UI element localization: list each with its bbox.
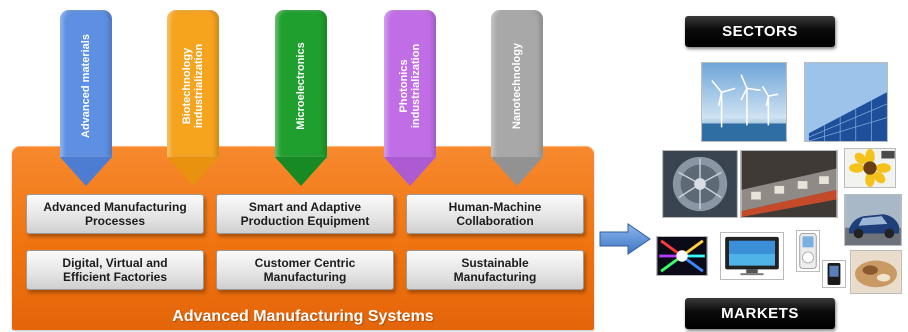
tech-photonics-body: [384, 10, 436, 158]
tech-photonics-label: Photonics industrialization: [398, 43, 422, 129]
markets-banner: MARKETS: [685, 298, 835, 329]
tech-advanced-materials-label: Advanced materials: [80, 34, 92, 138]
turbine-engine-image: [662, 150, 738, 218]
tech-nanotechnology: Nanotechnology: [491, 10, 543, 186]
tech-microelectronics: Microelectronics: [275, 10, 327, 186]
tech-biotechnology-body: [167, 10, 219, 158]
tech-advanced-materials-body: [60, 10, 112, 158]
box-advanced-manufacturing-processes: Advanced Manufacturing Processes: [26, 194, 204, 234]
box-customer-centric-manufacturing: Customer Centric Manufacturing: [216, 250, 394, 290]
tech-nanotechnology-label: Nanotechnology: [511, 42, 523, 130]
sectors-banner: SECTORS: [685, 16, 835, 47]
tech-advanced-materials-tip: [60, 157, 112, 186]
tech-microelectronics-tip: [275, 157, 327, 186]
tech-biotechnology-label: Biotechnology industrialization: [181, 43, 205, 129]
tech-microelectronics-label: Microelectronics: [295, 42, 307, 130]
arrow-right-icon: [599, 223, 651, 255]
mobile-phone-image: [822, 260, 846, 288]
box-sustainable-manufacturing: Sustainable Manufacturing: [406, 250, 584, 290]
solar-panels-image: [804, 62, 888, 142]
flat-screen-tv-image: [720, 232, 784, 280]
sunflower-image: [844, 148, 896, 188]
tech-photonics-tip: [384, 157, 436, 186]
food-image: [850, 250, 902, 294]
car-image: [844, 194, 902, 246]
box-digital-virtual-factories: Digital, Virtual and Efficient Factories: [26, 250, 204, 290]
tech-biotechnology-tip: [167, 157, 219, 186]
light-spectrum-image: [656, 236, 708, 276]
tech-microelectronics-body: [275, 10, 327, 158]
systems-title: Advanced Manufacturing Systems: [172, 308, 434, 325]
tech-nanotechnology-body: [491, 10, 543, 158]
wind-turbines-image: [701, 62, 787, 142]
mp3-player-image: [796, 230, 820, 272]
tech-biotechnology: Biotechnology industrialization: [167, 10, 219, 186]
assembly-line-image: [740, 150, 838, 218]
box-human-machine-collaboration: Human-Machine Collaboration: [406, 194, 584, 234]
tech-nanotechnology-tip: [491, 157, 543, 186]
box-smart-adaptive-production: Smart and Adaptive Production Equipment: [216, 194, 394, 234]
tech-photonics: Photonics industrialization: [384, 10, 436, 186]
tech-advanced-materials: Advanced materials: [60, 10, 112, 186]
